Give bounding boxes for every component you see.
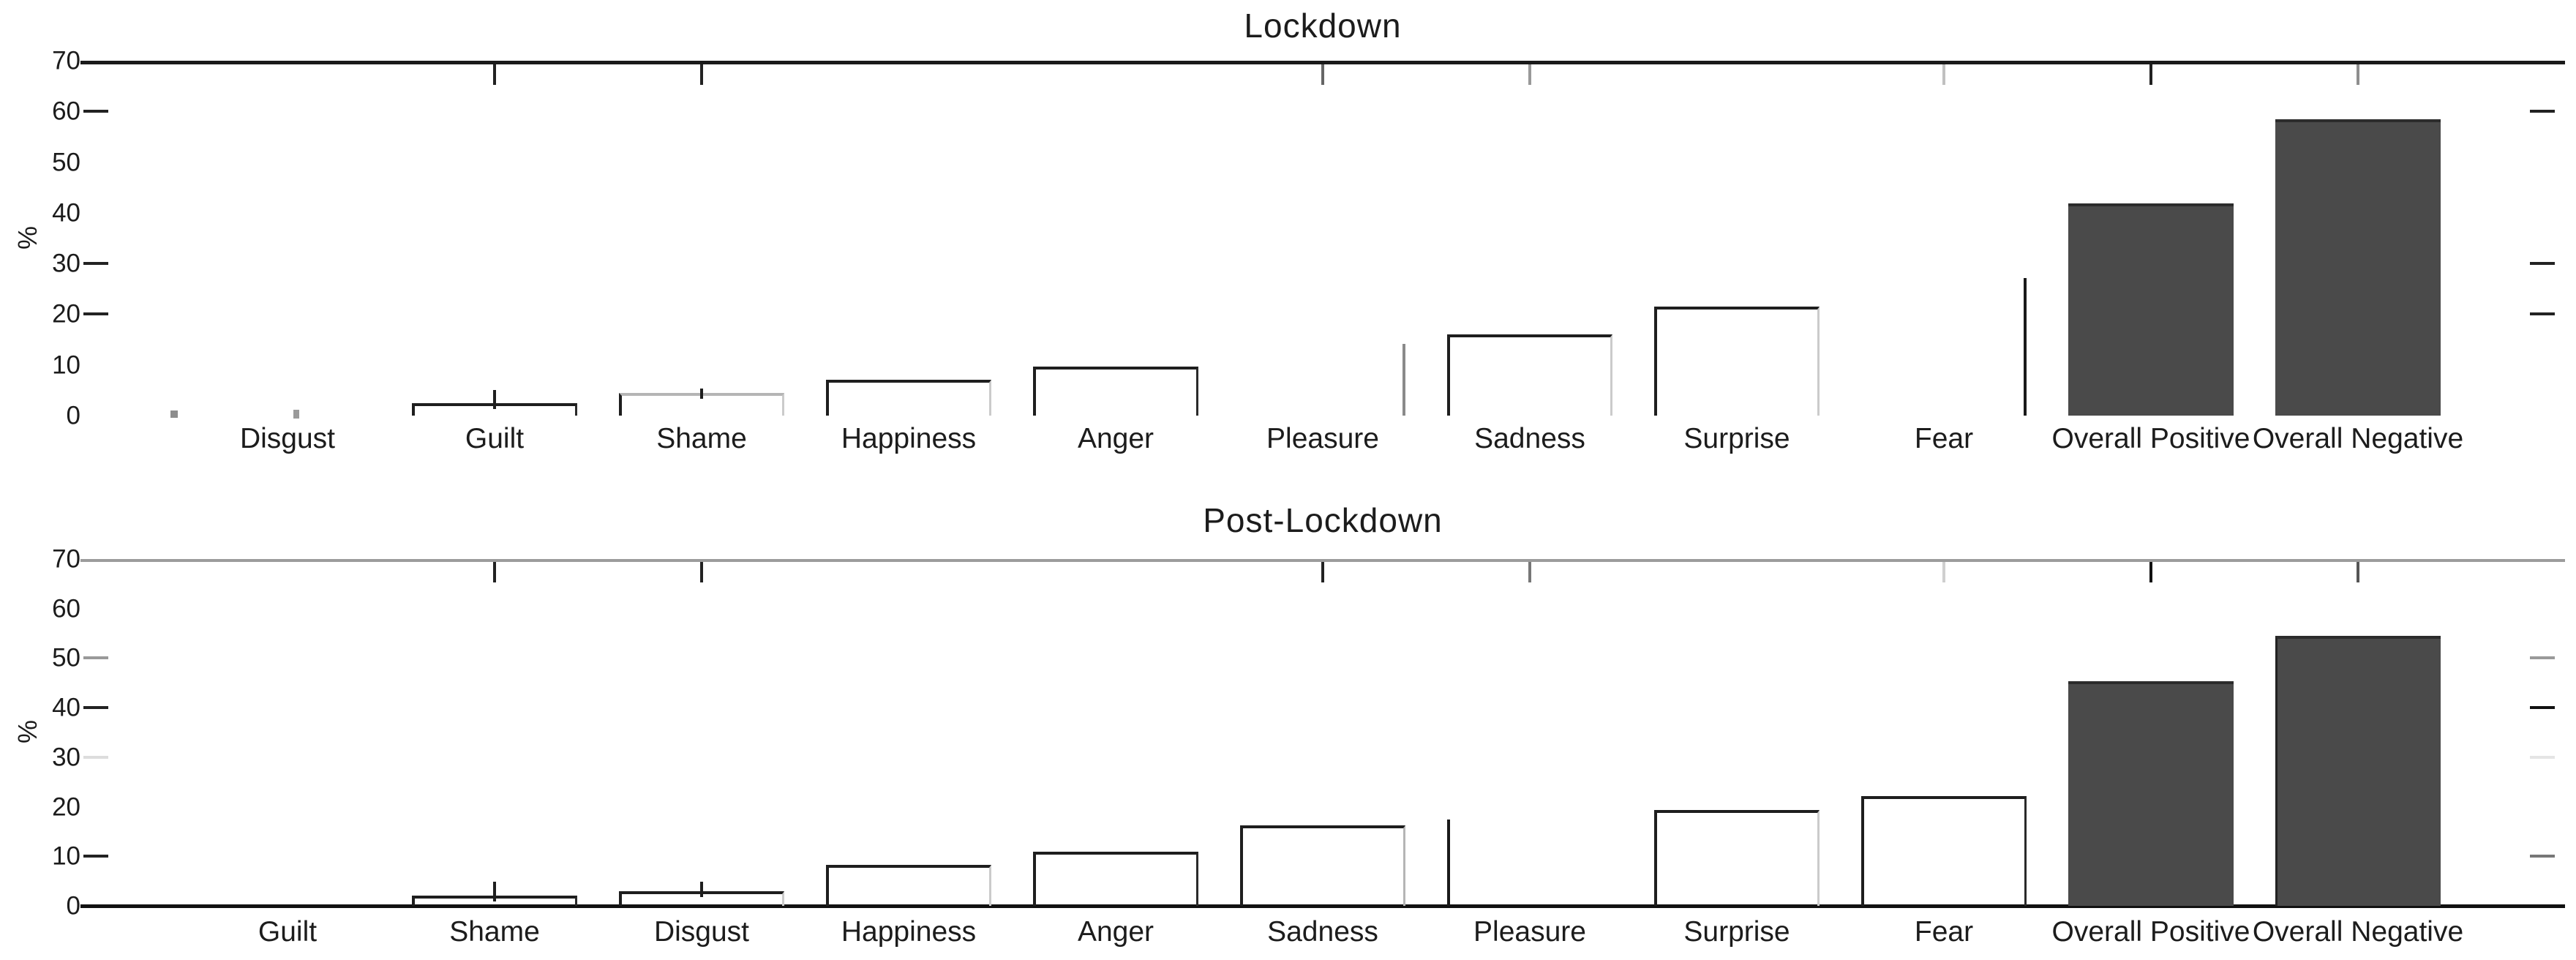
x-category-label-pleasure: Pleasure — [1266, 423, 1379, 454]
x-tick-top-pleasure — [1321, 64, 1324, 85]
x-category-label-happiness: Happiness — [841, 916, 977, 948]
y-tick-dash-right-10 — [2530, 855, 2555, 858]
y-tick-dash-left-30 — [83, 755, 108, 759]
y-tick-label-10: 10 — [52, 350, 80, 380]
x-tick-top-sadness — [1528, 64, 1531, 85]
bar-surprise — [1654, 810, 1820, 906]
y-tick-label-0: 0 — [66, 891, 80, 920]
x-tick-top-guilt — [493, 64, 496, 85]
bar-overall-negative — [2275, 635, 2441, 906]
y-tick-dash-right-50 — [2530, 656, 2555, 660]
x-category-label-guilt: Guilt — [465, 423, 525, 454]
y-tick-label-60: 60 — [52, 97, 80, 126]
axis-baseline — [80, 904, 2565, 908]
y-tick-label-50: 50 — [52, 643, 80, 672]
y-tick-dash-right-60 — [2530, 110, 2555, 113]
y-tick-dash-left-30 — [83, 262, 108, 266]
y-tick-label-30: 30 — [52, 249, 80, 278]
y-tick-label-70: 70 — [52, 544, 80, 574]
y-tick-label-40: 40 — [52, 198, 80, 228]
x-category-label-overall-negative: Overall Negative — [2252, 916, 2464, 948]
bar-sadness — [1240, 825, 1405, 906]
x-category-label-overall-positive: Overall Positive — [2051, 423, 2250, 454]
bar-happiness — [826, 379, 991, 416]
y-tick-label-70: 70 — [52, 46, 80, 75]
x-category-label-pleasure: Pleasure — [1473, 916, 1586, 948]
x-category-label-guilt: Guilt — [258, 916, 318, 948]
x-tick-top-shame — [493, 562, 496, 582]
y-tick-dash-right-30 — [2530, 755, 2555, 759]
whisker-guilt — [493, 390, 496, 409]
whisker-shame — [700, 389, 703, 399]
y-tick-label-0: 0 — [66, 401, 80, 430]
x-tick-top-overall-negative — [2357, 64, 2359, 85]
x-tick-top-shame — [700, 64, 703, 85]
x-tick-top-overall-positive — [2149, 64, 2152, 85]
bar-overall-positive — [2068, 680, 2234, 906]
x-category-label-shame: Shame — [449, 916, 540, 948]
bar-fear — [1861, 795, 2027, 906]
x-category-label-shame: Shame — [656, 423, 747, 454]
axis-top-border — [80, 559, 2565, 562]
x-category-label-fear: Fear — [1914, 916, 1974, 948]
chart-title-lockdown: Lockdown — [1244, 7, 1402, 45]
bar-overall-positive — [2068, 203, 2234, 416]
bar-stub-disgust — [293, 410, 299, 419]
y-axis-label-percent-bottom: % — [12, 719, 42, 744]
y-tick-dash-left-10 — [83, 855, 108, 858]
x-tick-top-fear — [1942, 562, 1945, 582]
bar-stub-disgust — [170, 410, 178, 419]
y-tick-label-60: 60 — [52, 594, 80, 623]
x-tick-top-pleasure — [1528, 562, 1531, 582]
x-category-label-happiness: Happiness — [841, 423, 977, 454]
bar-sadness — [1447, 334, 1612, 416]
x-category-label-disgust: Disgust — [239, 423, 336, 454]
x-category-label-overall-positive: Overall Positive — [2051, 916, 2250, 948]
y-tick-dash-right-30 — [2530, 262, 2555, 266]
y-tick-label-20: 20 — [52, 792, 80, 822]
x-category-label-fear: Fear — [1914, 423, 1974, 454]
y-tick-label-10: 10 — [52, 841, 80, 871]
x-category-label-anger: Anger — [1077, 916, 1154, 948]
x-category-label-sadness: Sadness — [1267, 916, 1378, 948]
x-category-label-surprise: Surprise — [1683, 916, 1790, 948]
y-tick-label-40: 40 — [52, 693, 80, 722]
y-tick-label-20: 20 — [52, 299, 80, 329]
x-tick-top-sadness — [1321, 562, 1324, 582]
bar-edge-pleasure — [1447, 819, 1450, 906]
bar-anger — [1033, 366, 1198, 416]
bar-overall-negative — [2275, 119, 2441, 416]
x-category-label-disgust: Disgust — [653, 916, 750, 948]
x-category-label-overall-negative: Overall Negative — [2252, 423, 2464, 454]
axis-top-border — [80, 61, 2565, 64]
whisker-shame — [493, 881, 496, 901]
chart-title-post-lockdown: Post-Lockdown — [1203, 501, 1443, 539]
y-tick-dash-left-50 — [83, 656, 108, 660]
x-category-label-sadness: Sadness — [1474, 423, 1585, 454]
bar-surprise — [1654, 307, 1820, 416]
y-tick-dash-left-20 — [83, 312, 108, 316]
x-tick-top-disgust — [700, 562, 703, 582]
bar-anger — [1033, 851, 1198, 906]
x-category-label-anger: Anger — [1077, 423, 1154, 454]
bar-happiness — [826, 864, 991, 906]
y-tick-dash-right-20 — [2530, 312, 2555, 316]
bar-edge-pleasure — [1402, 344, 1405, 416]
x-tick-top-overall-negative — [2357, 562, 2359, 582]
whisker-disgust — [700, 882, 703, 898]
x-tick-top-fear — [1942, 64, 1945, 85]
bar-edge-fear — [2024, 277, 2027, 416]
y-tick-dash-left-60 — [83, 110, 108, 113]
y-tick-label-30: 30 — [52, 743, 80, 772]
y-tick-label-50: 50 — [52, 148, 80, 177]
y-tick-dash-left-40 — [83, 706, 108, 710]
x-tick-top-overall-positive — [2149, 562, 2152, 582]
x-category-label-surprise: Surprise — [1683, 423, 1790, 454]
y-tick-dash-right-40 — [2530, 706, 2555, 710]
